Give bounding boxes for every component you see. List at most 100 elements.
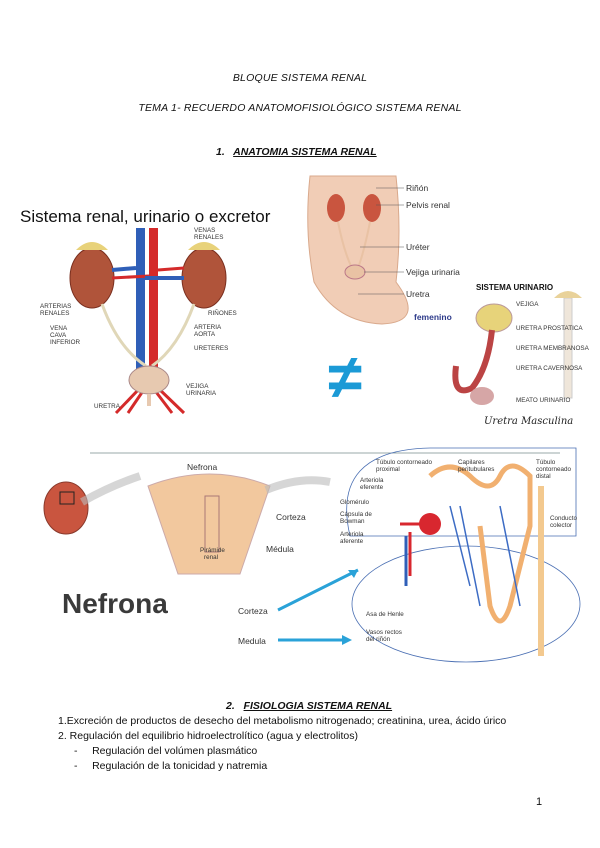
label-uretra: URETRA <box>94 403 121 410</box>
label-ureter: Uréter <box>406 242 430 252</box>
section1-number: 1. <box>216 146 225 158</box>
label-nefrona-small: Nefrona <box>187 462 218 472</box>
male-figure-title: SISTEMA URINARIO <box>476 283 553 292</box>
medula-arrowhead <box>342 635 352 645</box>
renal-system-figure: Sistema renal, urinario o excretor VENAS… <box>20 207 271 415</box>
zoom-arrow-2 <box>264 476 331 494</box>
physiology-subitem: - Regulación de la tonicidad y natremia <box>58 759 578 774</box>
renal-figure-title: Sistema renal, urinario o excretor <box>20 207 271 226</box>
corteza-arrow <box>277 568 359 612</box>
subitem-text: Regulación del volúmen plasmático <box>92 745 258 757</box>
label-capsula-2: Bowman <box>340 518 365 525</box>
urethra-diagram-top <box>554 291 582 298</box>
corteza-arrowhead <box>348 570 358 578</box>
label-membranosa: URETRA MEMBRANOSA <box>516 345 590 352</box>
vena-cava <box>136 228 145 388</box>
femenino-caption: femenino <box>414 312 452 322</box>
label-capsula: Cápsula de <box>340 511 372 518</box>
right-ureter <box>151 303 196 368</box>
medulla-outline <box>351 545 581 663</box>
label-prostatica: URETRA PROSTATICA <box>516 325 583 332</box>
label-capilares: Capilares <box>458 459 485 466</box>
label-arteria-aorta: ARTERIA <box>194 324 222 331</box>
left-renal-vein <box>111 266 137 272</box>
label-uretra-f: Uretra <box>406 289 430 299</box>
right-kidney <box>181 247 227 309</box>
label-medula: Médula <box>266 544 294 554</box>
not-equal-symbol: ≠ <box>327 343 363 412</box>
section2-body: 1.Excreción de productos de desecho del … <box>58 714 578 774</box>
label-pelvis-renal: Pelvis renal <box>406 200 450 210</box>
label-corteza: Corteza <box>276 512 306 522</box>
label-tubulo-dist-3: distal <box>536 473 551 480</box>
cortex-outline <box>346 447 577 537</box>
urethra <box>147 394 151 406</box>
label-piramide-2: renal <box>204 554 218 561</box>
label-arterias-renales: ARTERIAS <box>40 303 71 310</box>
label-cavernosa: URETRA CAVERNOSA <box>516 365 583 372</box>
left-kidney <box>69 247 115 309</box>
section2-heading: 2. FISIOLOGIA SISTEMA RENAL <box>226 700 392 712</box>
zoom-box <box>59 491 75 505</box>
zoom-arrow-1 <box>80 472 142 506</box>
label-vena-cava-3: INFERIOR <box>50 339 81 346</box>
label-vejiga-2: URINARIA <box>186 390 217 397</box>
bladder <box>128 365 170 395</box>
topic-title: TEMA 1- RECUERDO ANATOMOFISIOLÓGICO SIST… <box>138 102 462 114</box>
renal-pyramid <box>147 473 271 575</box>
label-male-vejiga: VEJIGA <box>516 301 539 308</box>
label-vena-cava: VENA <box>50 325 68 332</box>
section2-number: 2. <box>226 700 235 712</box>
label-rinon: Riñón <box>406 183 428 193</box>
physiology-item: 2. Regulación del equilibrio hidroelectr… <box>58 730 358 742</box>
left-ureter <box>100 303 147 368</box>
afferent-arteriole <box>400 522 422 576</box>
aorta <box>149 228 158 388</box>
nephron-tubule <box>428 463 533 624</box>
male-bladder <box>475 303 513 333</box>
nefrona-big-label: Nefrona <box>62 588 168 619</box>
iliac-vessels <box>114 386 186 415</box>
label-piramide: Pirámide <box>200 547 225 554</box>
label-conducto: Conducto <box>550 515 577 522</box>
female-urinary-figure: Riñón Pelvis renal Uréter Vejiga urinari… <box>307 175 460 325</box>
uretra-masculina-caption: Uretra Masculina <box>484 416 573 427</box>
label-asa-henle: Asa de Henle <box>366 611 404 618</box>
right-adrenal <box>188 242 220 250</box>
label-venas-renales: VENAS <box>194 227 215 234</box>
label-venas-renales-2: RENALES <box>194 234 223 241</box>
label-glomerulo: Glomérulo <box>340 499 370 506</box>
peritubular-capillaries <box>449 505 521 607</box>
female-bladder <box>344 264 366 280</box>
label-tubulo-prox: Túbulo contorneado <box>376 459 433 466</box>
label-arteriola-ef-2: eferente <box>360 484 384 491</box>
male-urethra <box>452 329 495 394</box>
label-rinones: RIÑONES <box>208 308 237 317</box>
right-renal-artery <box>157 266 185 272</box>
page-number: 1 <box>536 796 543 808</box>
section1-title: ANATOMIA SISTEMA RENAL <box>233 146 377 158</box>
small-kidney <box>43 481 89 535</box>
label-vasos-rectos: Vasos rectos <box>366 629 402 636</box>
torso-shape <box>307 175 409 325</box>
nephron-figure: Nefrona Corteza Médula Pirámide renal Tú… <box>43 447 581 663</box>
label-arteriola-af: Arteriola <box>340 531 364 538</box>
female-left-kidney <box>327 194 345 222</box>
label-vasos-rectos-2: del riñón <box>366 636 391 643</box>
physiology-subitem: - Regulación del volúmen plasmático <box>58 744 578 759</box>
label-capilares-2: peritubulares <box>458 466 494 473</box>
left-renal-artery <box>111 274 150 280</box>
label-vejiga: VEJIGA <box>186 383 209 390</box>
label-conducto-2: colector <box>550 522 572 529</box>
female-right-kidney <box>363 194 381 222</box>
nephron-sketch <box>204 495 220 553</box>
label-tubulo-prox-2: proximal <box>376 466 400 473</box>
section2-title: FISIOLOGIA SISTEMA RENAL <box>243 700 393 712</box>
subitem-text: Regulación de la tonicidad y natremia <box>92 760 268 772</box>
label-tubulo-dist-2: contorneado <box>536 466 572 473</box>
label-vejiga-urinaria: Vejiga urinaria <box>406 267 460 277</box>
label-meato: MEATO URINARIO <box>516 397 570 404</box>
label-arteriola-af-2: aferente <box>340 538 364 545</box>
male-urinary-figure: SISTEMA URINARIO VEJIGA URETRA PROSTATIC… <box>452 283 590 427</box>
glomerulus <box>419 513 441 535</box>
